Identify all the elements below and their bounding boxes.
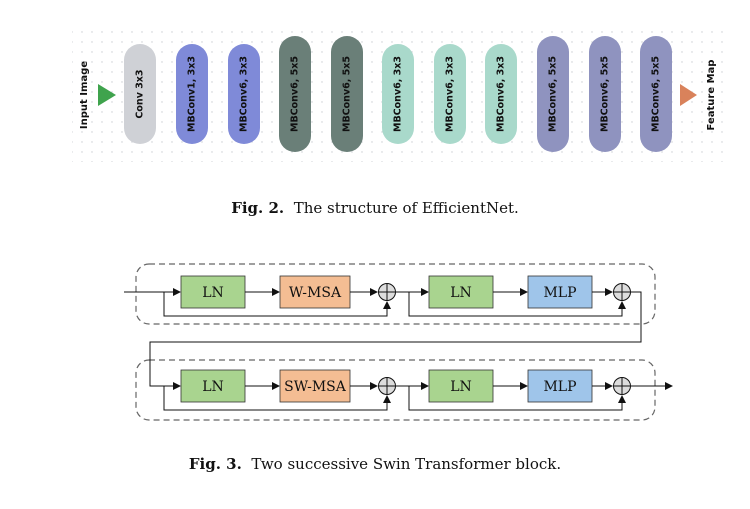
feature-map-label: Feature Map [706, 60, 717, 131]
row1-ln2-label: LN [450, 285, 472, 301]
block: Conv 3x3 [124, 44, 156, 144]
block-label: MBConv1, 3x3 [187, 56, 198, 132]
block-label: MBConv6, 5x5 [342, 56, 353, 132]
input-arrow-icon [98, 84, 116, 106]
block: MBConv6, 3x3 [485, 44, 517, 144]
block-shape [279, 36, 311, 152]
row2-ln2-box [428, 369, 494, 403]
row2-msa-box [279, 369, 351, 403]
block: MBConv6, 5x5 [331, 36, 363, 152]
row1-add2-icon [613, 283, 631, 301]
block-shape [589, 36, 621, 152]
block-label: MBConv6, 5x5 [548, 56, 559, 132]
figure-2-caption: Fig. 2. The structure of EfficientNet. [0, 199, 750, 217]
row2-skip1 [163, 386, 391, 411]
block-shape [124, 44, 156, 144]
block: MBConv6, 3x3 [228, 44, 260, 144]
block-shape [228, 44, 260, 144]
block-shape [382, 44, 414, 144]
row1-mlp-label: MLP [543, 285, 576, 301]
block-label: MBConv6, 3x3 [393, 56, 404, 132]
block-shape [537, 36, 569, 152]
row1-ln1-box [180, 275, 246, 309]
block: MBConv6, 5x5 [640, 36, 672, 152]
block-shape [176, 44, 208, 144]
row1-skip2 [408, 292, 626, 317]
row2-ln1-box [180, 369, 246, 403]
block: MBConv6, 5x5 [537, 36, 569, 152]
block-2-dashed-frame [135, 359, 656, 421]
block-label: MBConv6, 3x3 [445, 56, 456, 132]
block-1-dashed-frame [135, 263, 656, 325]
row-connector [149, 291, 642, 390]
block: MBConv6, 3x3 [382, 44, 414, 144]
input-image-label: Input Image [79, 61, 90, 129]
row1-ln2-box [428, 275, 494, 309]
block-label: MBConv6, 5x5 [651, 56, 662, 132]
block: MBConv6, 5x5 [589, 36, 621, 152]
figure-2-text: The structure of EfficientNet. [293, 199, 519, 217]
block-label: MBConv6, 5x5 [600, 56, 611, 132]
output-arrow-icon [680, 84, 697, 106]
row1-mlp-box [527, 275, 593, 309]
row2-ln2-label: LN [450, 379, 472, 395]
row2-msa-label: SW-MSA [284, 379, 347, 395]
blocks-group: Conv 3x3 MBConv1, 3x3 MBConv6, 3x3 MBCon… [124, 36, 672, 152]
row1-skip1 [163, 292, 391, 317]
block-label: MBConv6, 3x3 [496, 56, 507, 132]
row1-msa-box [279, 275, 351, 309]
figure-3-number: Fig. 3. [188, 455, 242, 473]
block-shape [331, 36, 363, 152]
block: MBConv1, 3x3 [176, 44, 208, 144]
block-shape [485, 44, 517, 144]
row2-mlp-box [527, 369, 593, 403]
row2-ln1-label: LN [202, 379, 224, 395]
row1-add1-icon [378, 283, 396, 301]
figure-3-text: Two successive Swin Transformer block. [251, 455, 562, 473]
block-label: MBConv6, 3x3 [239, 56, 250, 132]
block: MBConv6, 5x5 [279, 36, 311, 152]
row1-ln1-label: LN [202, 285, 224, 301]
row2-skip2 [408, 386, 626, 411]
block-label: MBConv6, 5x5 [290, 56, 301, 132]
figure-3-caption: Fig. 3. Two successive Swin Transformer … [0, 455, 750, 473]
row2-add2-icon [613, 377, 631, 395]
block: MBConv6, 3x3 [434, 44, 466, 144]
figure-2-number: Fig. 2. [231, 199, 285, 217]
row2-mlp-label: MLP [543, 379, 576, 395]
row2-add1-icon [378, 377, 396, 395]
efficientnet-diagram: Input Image Conv 3x3 MBConv1, 3x3 MBConv… [72, 24, 730, 162]
block-label: Conv 3x3 [135, 69, 146, 118]
block-shape [434, 44, 466, 144]
block-shape [640, 36, 672, 152]
row1-msa-label: W-MSA [289, 285, 342, 301]
